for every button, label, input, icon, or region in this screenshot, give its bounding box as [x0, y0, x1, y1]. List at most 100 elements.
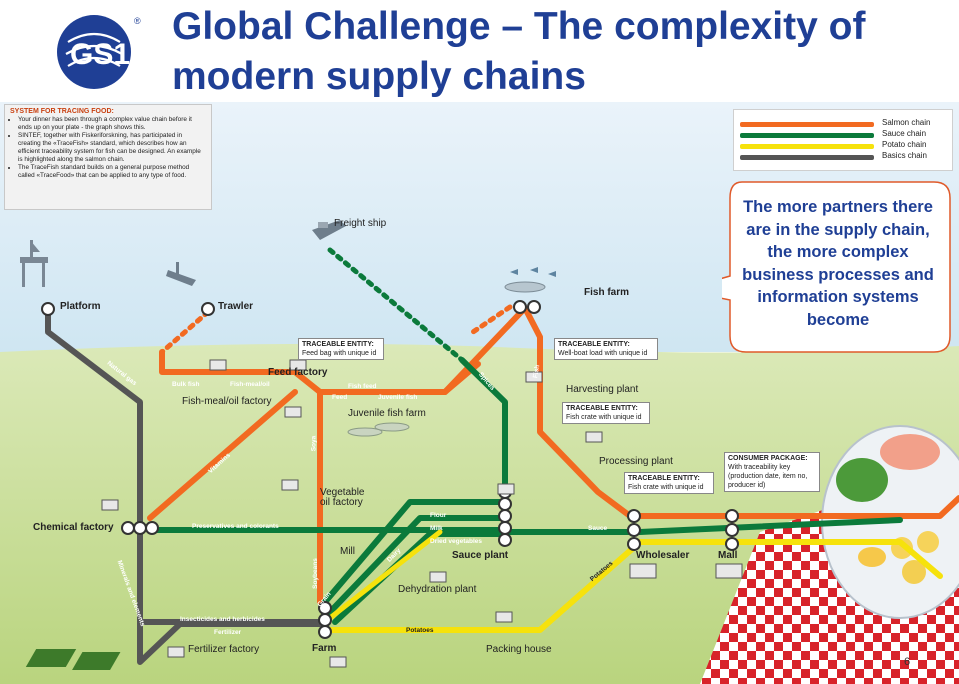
station-farm-2 [319, 614, 331, 626]
logo-text: GS1 [70, 38, 130, 71]
label-vegetable-oil-factory: Vegetable oil factory [320, 488, 370, 508]
building-dehydration [430, 572, 446, 582]
station-sauce-4 [499, 522, 511, 534]
building-wholesaler [630, 564, 656, 578]
line-label-flour: Flour [430, 512, 446, 519]
station-sauce-5 [499, 534, 511, 546]
label-fertilizer-factory: Fertilizer factory [188, 644, 259, 655]
callout-text: The more partners there are in the suppl… [740, 196, 936, 331]
legend-swatch [740, 144, 874, 149]
line-label-dried-vegetables: Dried vegetables [430, 538, 482, 545]
label-sauce-plant: Sauce plant [452, 550, 508, 561]
entity-body: With traceability key (production date, … [728, 463, 816, 490]
infobox-bullet: SINTEF, together with Fiskeriforskning, … [18, 132, 206, 164]
entity-heading: TRACEABLE ENTITY: [566, 404, 646, 413]
line-label-milk: Milk [430, 525, 443, 532]
vegetables [836, 458, 888, 502]
line-label-bulk-fish: Bulk fish [172, 381, 199, 388]
label-juvenile-fish-farm: Juvenile fish farm [348, 408, 426, 419]
legend-swatch [740, 133, 874, 138]
building-mall [716, 564, 742, 578]
building-processing [586, 432, 602, 442]
station-wholesaler-1 [628, 510, 640, 522]
entity-body: Fish crate with unique id [628, 483, 710, 492]
station-sauce-2 [499, 498, 511, 510]
building-vegoil [282, 480, 298, 490]
line-label-soybeans: Soybeans [312, 558, 319, 589]
legend-label: Basics chain [882, 151, 927, 160]
label-mill: Mill [340, 546, 355, 557]
label-wholesaler: Wholesaler [636, 550, 689, 561]
station-sauce-3 [499, 510, 511, 522]
tracing-food-infobox: SYSTEM FOR TRACING FOOD: Your dinner has… [4, 104, 212, 210]
label-feed-factory: Feed factory [268, 367, 327, 378]
label-packing-house: Packing house [486, 644, 552, 655]
line-label-feed: Feed [332, 394, 347, 401]
label-harvesting-plant: Harvesting plant [566, 384, 638, 395]
entity-heading: CONSUMER PACKAGE: [728, 454, 816, 463]
building-fertilizer [168, 647, 184, 657]
building-fishmeal [210, 360, 226, 370]
infobox-bullet: The TraceFish standard builds on a gener… [18, 164, 206, 180]
station-farm-3 [319, 626, 331, 638]
station-chemical-a [122, 522, 134, 534]
station-mall-1 [726, 510, 738, 522]
infobox-heading: SYSTEM FOR TRACING FOOD: [10, 108, 206, 116]
station-chemical-c [146, 522, 158, 534]
building-sauce [498, 484, 514, 494]
legend-label: Potato chain [882, 140, 926, 149]
label-platform: Platform [60, 301, 101, 312]
infobox-bullet: Your dinner has been through a complex v… [18, 116, 206, 132]
label-dehydration-plant: Dehydration plant [398, 584, 476, 595]
building-chemical [102, 500, 118, 510]
traceable-entity-fish-crate-2: TRACEABLE ENTITY: Fish crate with unique… [624, 472, 714, 494]
line-label-preservatives: Preservatives and colorants [192, 523, 279, 530]
page-number: 6 [904, 656, 910, 668]
logo-registered-mark: ® [134, 16, 141, 26]
station-fishfarm-a [514, 301, 526, 313]
entity-heading: TRACEABLE ENTITY: [558, 340, 654, 349]
label-fishmeal-factory: Fish-meal/oil factory [182, 396, 271, 407]
page-title: Global Challenge – The complexity of mod… [172, 2, 952, 102]
line-label-soya: Soya [310, 436, 317, 452]
label-fish-farm: Fish farm [584, 287, 629, 298]
line-label-juvenile-fish: Juvenile fish [378, 394, 417, 401]
station-mall-3 [726, 538, 738, 550]
label-farm: Farm [312, 643, 336, 654]
building-farm [330, 657, 346, 667]
traceable-entity-fish-crate-1: TRACEABLE ENTITY: Fish crate with unique… [562, 402, 650, 424]
legend-item-basics: Basics chain [740, 151, 946, 163]
label-chemical-factory: Chemical factory [33, 522, 114, 533]
legend-label: Sauce chain [882, 129, 926, 138]
entity-heading: TRACEABLE ENTITY: [628, 474, 710, 483]
label-trawler: Trawler [218, 301, 253, 312]
fish-pen-2 [375, 423, 409, 431]
traceable-entity-feed-bag: TRACEABLE ENTITY: Feed bag with unique i… [298, 338, 384, 360]
station-wholesaler-2 [628, 524, 640, 536]
gs1-logo: GS1 ® [56, 12, 146, 92]
potato-2 [917, 531, 939, 553]
building-packing [496, 612, 512, 622]
entity-body: Feed bag with unique id [302, 349, 380, 358]
label-mall: Mall [718, 550, 737, 561]
salmon-piece [880, 434, 940, 470]
legend-label: Salmon chain [882, 118, 930, 127]
station-chemical-b [134, 522, 146, 534]
infobox-list: Your dinner has been through a complex v… [10, 116, 206, 180]
station-wholesaler-3 [628, 538, 640, 550]
consumer-package-box: CONSUMER PACKAGE: With traceability key … [724, 452, 820, 492]
label-freight-ship: Freight ship [334, 218, 386, 229]
label-processing-plant: Processing plant [599, 456, 673, 467]
station-platform [42, 303, 54, 315]
station-fishfarm-b [528, 301, 540, 313]
traceable-entity-wellboat: TRACEABLE ENTITY: Well-boat load with un… [554, 338, 658, 360]
legend-swatch [740, 122, 874, 127]
building-soya [285, 407, 301, 417]
station-mall-2 [726, 524, 738, 536]
legend-swatch [740, 155, 874, 160]
entity-heading: TRACEABLE ENTITY: [302, 340, 380, 349]
lemon [858, 547, 886, 567]
line-label-potatoes: Potatoes [406, 627, 433, 634]
line-label-insecticides: Insecticides and herbicides [180, 616, 265, 623]
line-label-fishmeal-oil: Fish-meal/oil [230, 381, 270, 388]
